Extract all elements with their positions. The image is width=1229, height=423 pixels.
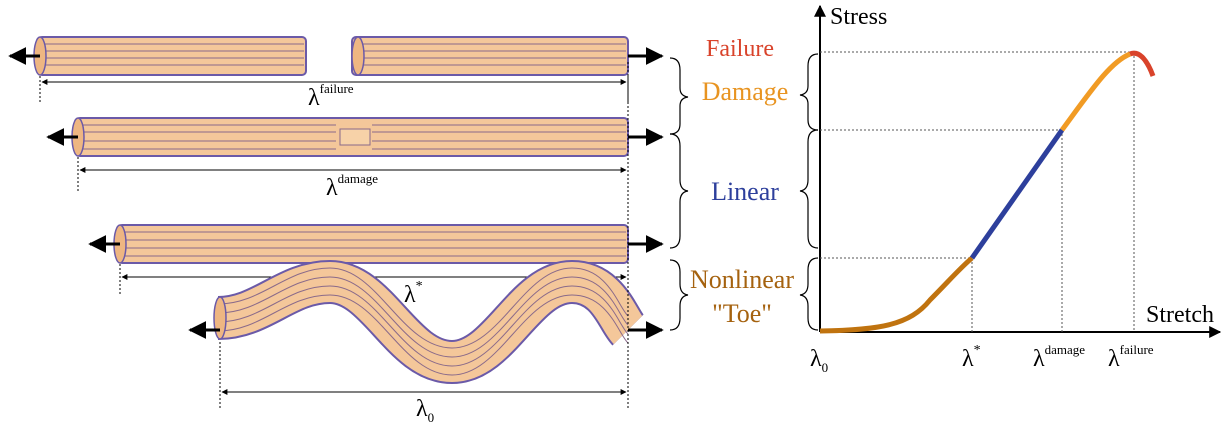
curve-toe xyxy=(819,256,974,334)
fiber-failure: λfailure xyxy=(8,36,664,111)
linear-label: Linear xyxy=(711,177,779,206)
stress-stretch-graph: Stress Stretch λ0 λ* λdamage λfailure xyxy=(810,4,1222,375)
damage-notch xyxy=(339,128,371,146)
tick-lambda-0: λ0 xyxy=(810,346,828,375)
tick-lambda-damage: λdamage xyxy=(1033,342,1085,372)
brace-right-linear xyxy=(799,129,819,249)
fiber-right-piece xyxy=(351,36,629,76)
fiber-damage: λdamage xyxy=(46,117,664,201)
toe-label-line2: "Toe" xyxy=(712,299,772,328)
damage-label: Damage xyxy=(702,77,789,106)
brace-right-toe xyxy=(799,257,819,331)
y-axis-label: Stress xyxy=(830,4,887,30)
region-labels: Failure Damage Linear Nonlinear "Toe" xyxy=(669,36,819,331)
brace-left-linear xyxy=(669,133,689,249)
lambda-failure-label: λfailure xyxy=(308,81,354,111)
brace-left-damage xyxy=(669,57,689,135)
lambda-damage-label: λdamage xyxy=(326,171,378,201)
tick-lambda-failure: λfailure xyxy=(1108,342,1154,372)
curve-linear xyxy=(969,128,1065,260)
lambda-star-label: λ* xyxy=(404,279,423,308)
toe-label-line1: Nonlinear xyxy=(690,265,794,294)
fiber-linear: λ* xyxy=(88,224,664,308)
tick-lambda-star: λ* xyxy=(962,343,981,372)
curve-damage xyxy=(1059,51,1132,132)
curve-failure xyxy=(1129,50,1156,77)
brace-left-toe xyxy=(669,259,689,331)
brace-right-damage xyxy=(799,53,819,131)
fiber-wavy: λ0 xyxy=(188,62,664,423)
fiber-left-piece xyxy=(33,36,307,76)
lambda-0-label: λ0 xyxy=(416,396,434,423)
failure-label: Failure xyxy=(706,36,774,62)
x-axis-label: Stretch xyxy=(1146,302,1214,328)
